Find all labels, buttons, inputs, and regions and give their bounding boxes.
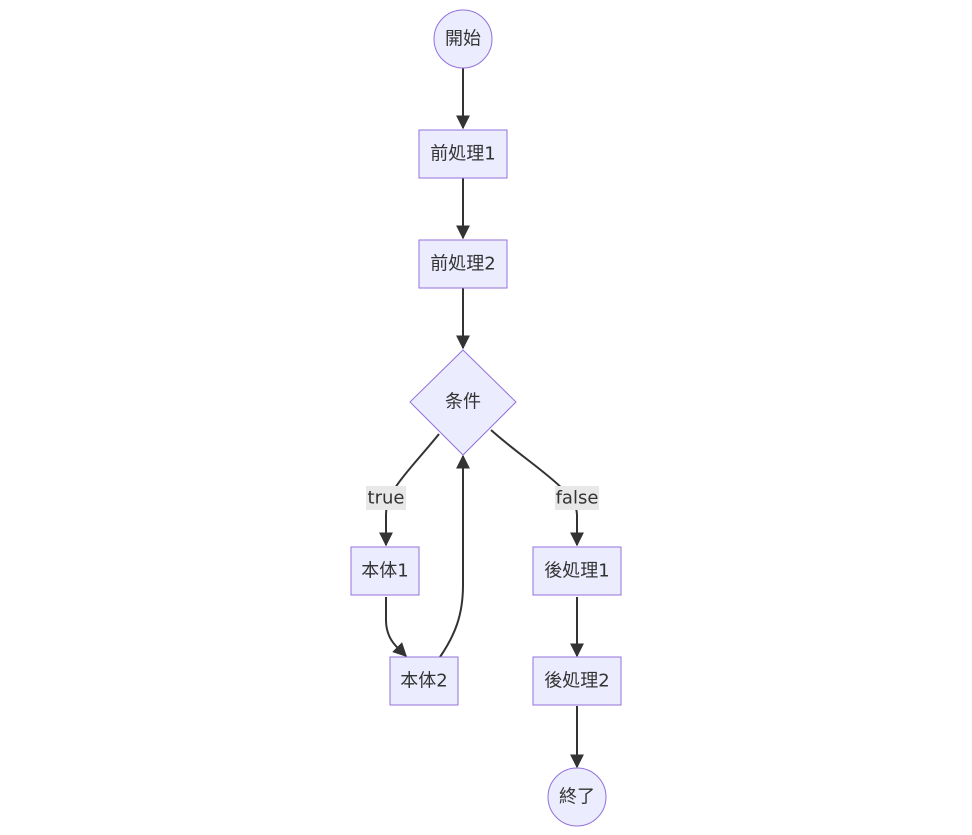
- node-body2-label: 本体2: [400, 671, 447, 692]
- nodes: 開始 前処理1 前処理2 条件 本体1 本体2 後処: [350, 9, 622, 827]
- node-post2[interactable]: 後処理2: [532, 656, 622, 706]
- node-body1[interactable]: 本体1: [350, 546, 420, 596]
- edge-cond-to-body1: [379, 433, 440, 547]
- edge-label-true: true: [366, 486, 406, 510]
- node-post1[interactable]: 後処理1: [532, 546, 622, 596]
- node-post2-label: 後処理2: [544, 671, 609, 692]
- node-post1-label: 後処理1: [544, 561, 609, 582]
- node-cond[interactable]: 条件: [409, 349, 517, 456]
- edge-body2-to-cond: [439, 454, 470, 658]
- node-pre1[interactable]: 前処理1: [418, 129, 508, 179]
- edge-label-true-text: true: [368, 488, 405, 509]
- edge-labels: true false: [366, 486, 599, 510]
- edge-label-false: false: [555, 486, 599, 510]
- node-cond-label: 条件: [445, 392, 481, 413]
- node-end[interactable]: 終了: [547, 767, 607, 827]
- node-body2[interactable]: 本体2: [389, 656, 459, 706]
- node-pre1-label: 前処理1: [430, 144, 495, 165]
- edge-body1-to-body2: [385, 597, 407, 657]
- node-start[interactable]: 開始: [433, 9, 493, 69]
- node-start-label: 開始: [445, 29, 481, 50]
- edge-label-false-text: false: [556, 488, 599, 509]
- node-pre2-label: 前処理2: [430, 254, 495, 275]
- node-body1-label: 本体1: [361, 561, 408, 582]
- edge-cond-to-post1: [490, 429, 584, 547]
- node-pre2[interactable]: 前処理2: [418, 239, 508, 289]
- edges: [379, 68, 584, 769]
- node-end-label: 終了: [559, 787, 595, 808]
